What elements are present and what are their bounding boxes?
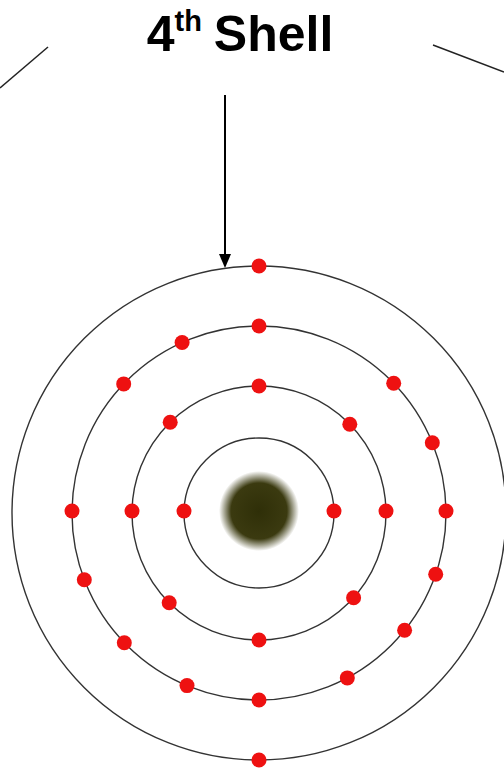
electron-dot [175,335,190,350]
shell-heading: 4th Shell [0,4,480,64]
electron-dot [340,670,355,685]
electron-dot [125,504,140,519]
electron-dot [180,678,195,693]
electron-dot [428,567,443,582]
electron-dot [116,376,131,391]
shell-ring [12,266,504,760]
electron-dot [346,590,361,605]
heading-word: Shell [214,4,333,64]
electron-dot [162,595,177,610]
shell-ring [72,326,446,700]
leader-line [433,45,504,72]
electron-dot [252,753,267,768]
leader-line [0,47,48,88]
nucleus [219,471,299,551]
electrons [65,259,454,768]
electron-dot [425,435,440,450]
electron-dot [379,504,394,519]
pointer-arrow [224,95,226,256]
shell-rings [12,266,504,760]
electron-dot [163,415,178,430]
electron-dot [397,623,412,638]
shell-ring [132,386,386,640]
electron-dot [439,504,454,519]
electron-dot [252,633,267,648]
shell-ring [184,438,334,588]
heading-number: 4 [147,4,175,64]
electron-dot [65,504,80,519]
electron-dot [252,259,267,274]
arrow-head [219,254,231,268]
electron-dot [386,376,401,391]
electron-dot [77,572,92,587]
electron-dot [327,504,342,519]
electron-dot [177,504,192,519]
electron-dot [117,635,132,650]
heading-superscript: th [174,5,201,38]
electron-dot [252,693,267,708]
electron-dot [252,319,267,334]
electron-dot [252,379,267,394]
electron-dot [342,417,357,432]
